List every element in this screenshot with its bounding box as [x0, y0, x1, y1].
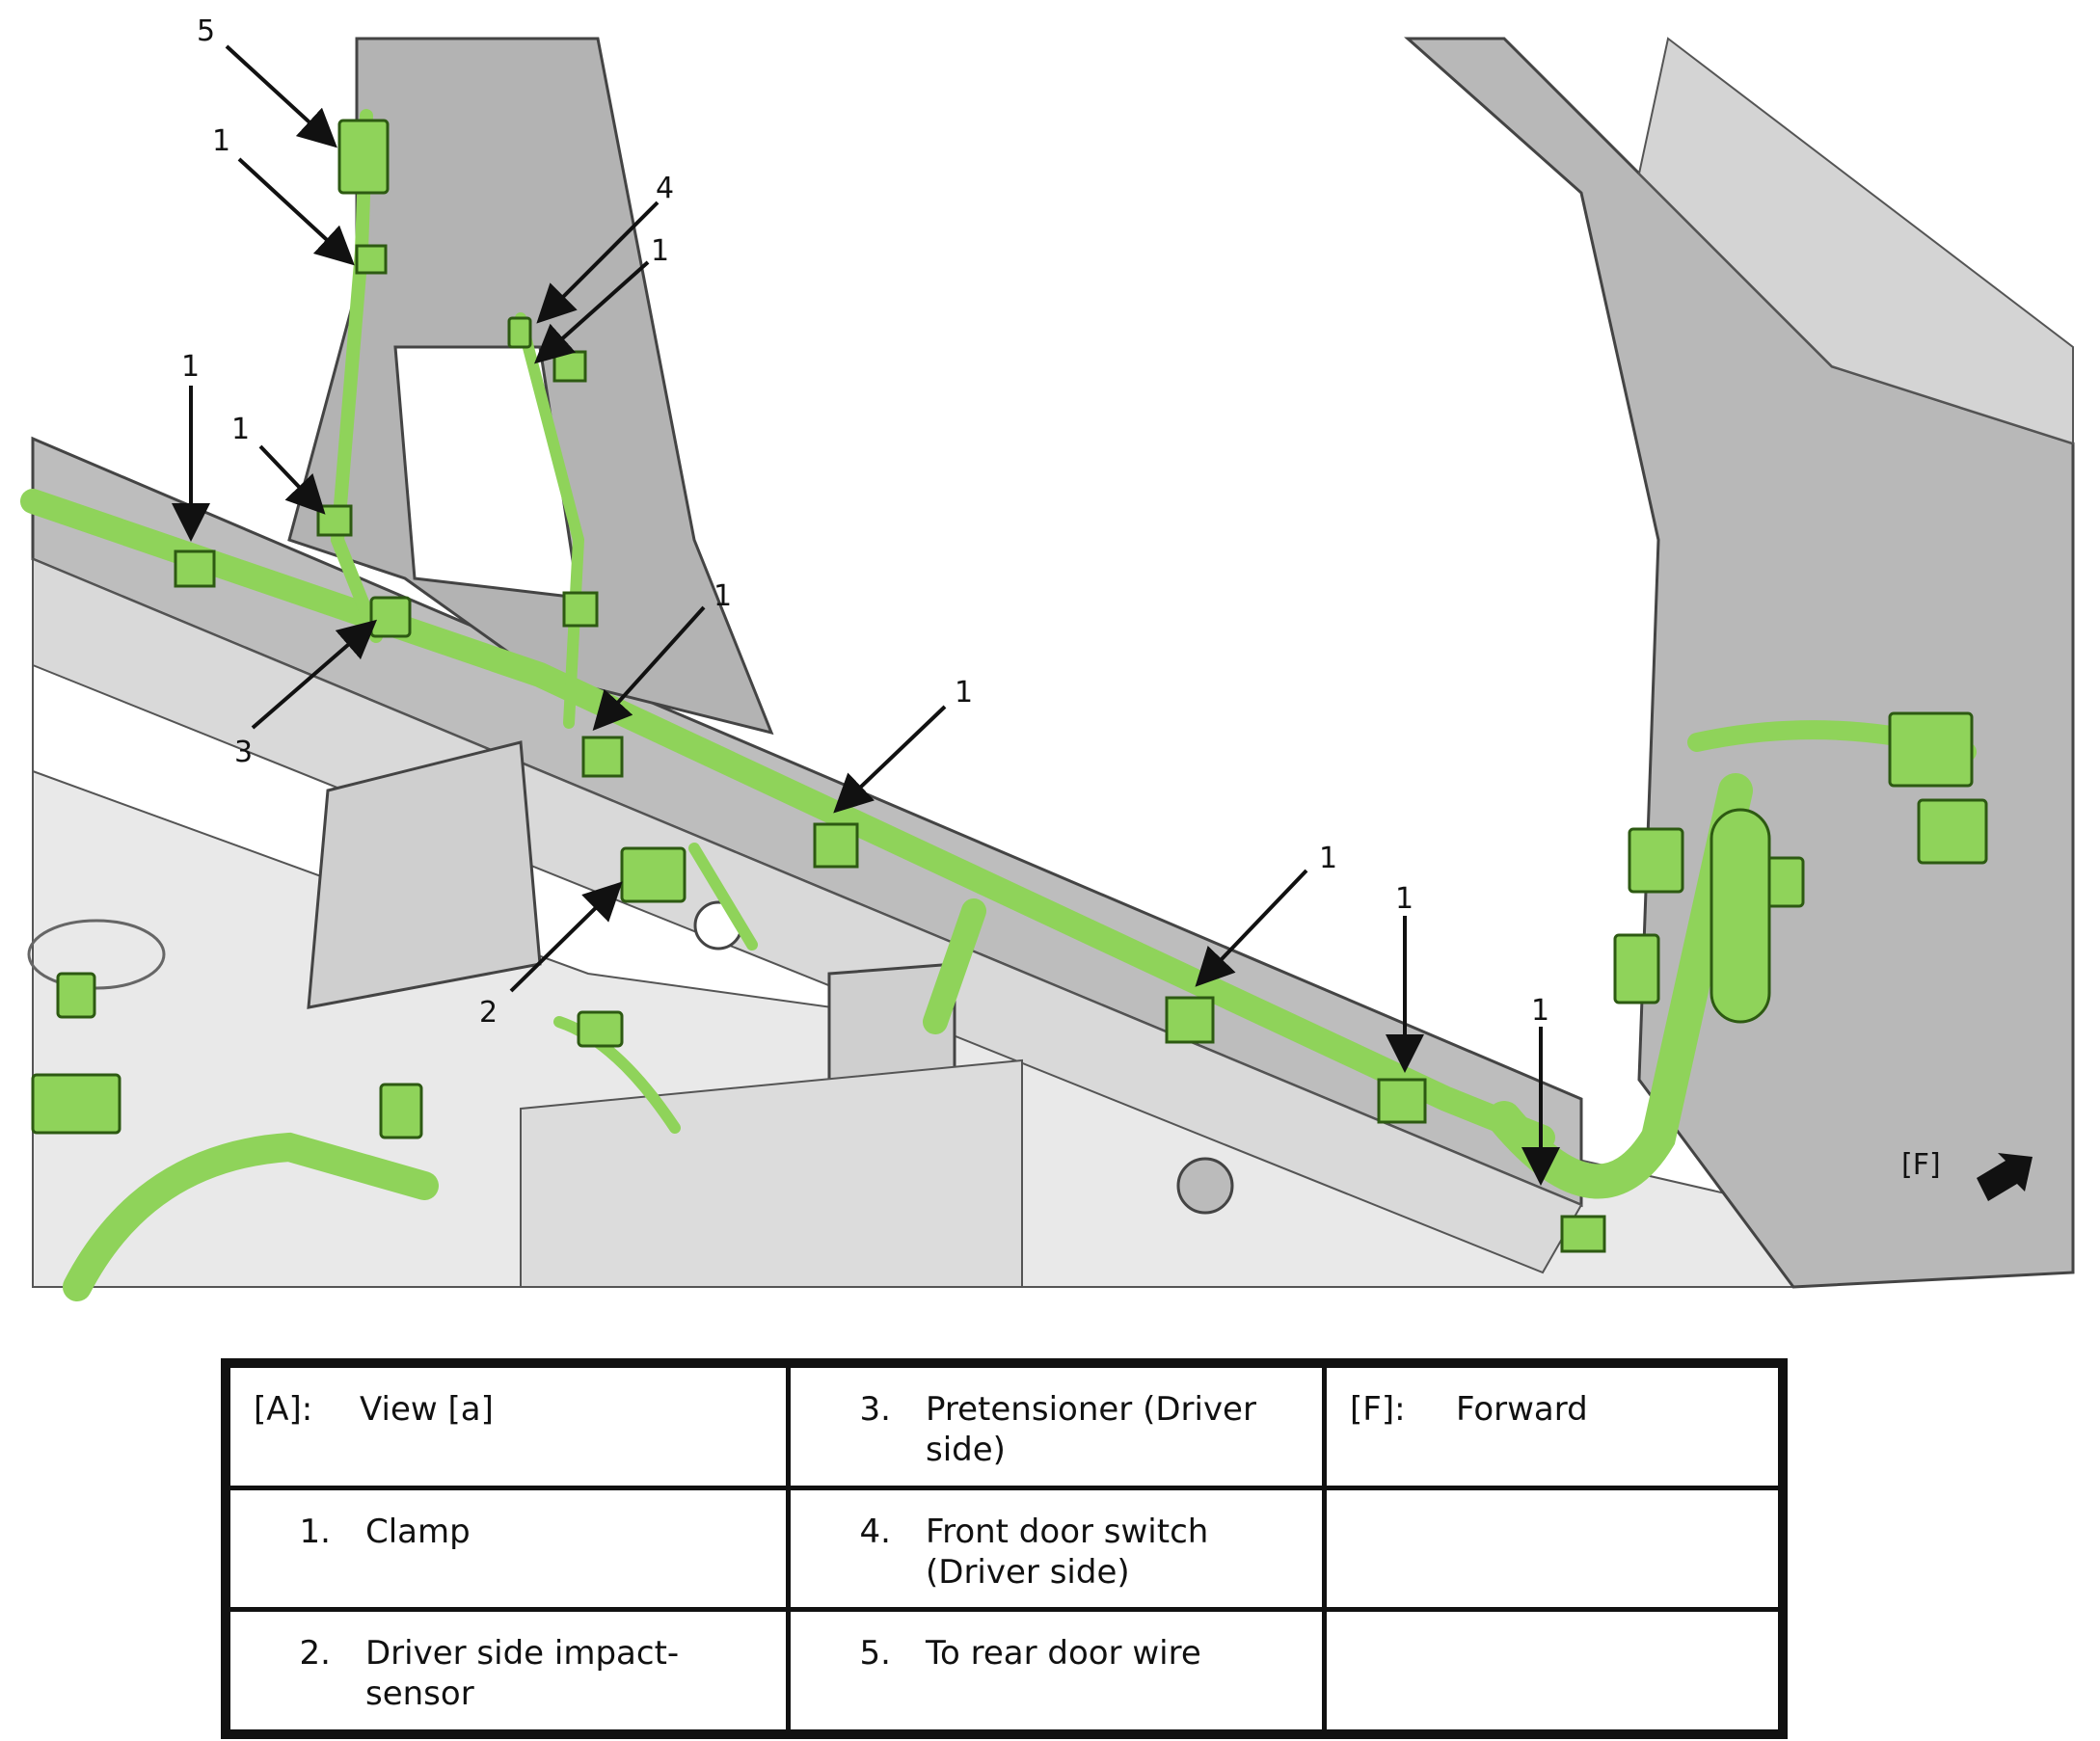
callout-1: 1 — [212, 124, 230, 158]
legend-row: [A]: View [a] 3. Pretensioner (Driver side… — [226, 1363, 1783, 1490]
legend-code: 3. — [859, 1390, 891, 1429]
legend-cell: [A]: View [a] — [226, 1363, 791, 1490]
callout-3: 3 — [234, 736, 253, 769]
clamp — [174, 549, 216, 588]
clamp — [1560, 1215, 1606, 1253]
front-door-switch — [507, 316, 532, 349]
legend-code: [A]: — [254, 1390, 313, 1429]
forward-label: [F] — [1901, 1148, 1941, 1182]
clamp — [355, 244, 388, 275]
legend-cell: [F]: Forward — [1322, 1363, 1783, 1490]
legend-cell: 2. Driver side impact-sensor — [226, 1607, 791, 1734]
legend-row: 2. Driver side impact-sensor 5. To rear do… — [226, 1607, 1783, 1734]
legend-row: 1. Clamp 4. Front door switch (Driver side… — [226, 1485, 1783, 1613]
callout-1: 1 — [1319, 842, 1337, 875]
callout-leaders — [172, 44, 1560, 1186]
clamp — [1165, 996, 1215, 1044]
legend-text: Pretensioner (Driver side) — [926, 1390, 1256, 1469]
callout-1: 1 — [231, 413, 250, 446]
callout-1: 1 — [713, 579, 732, 613]
vehicle-body-structure — [27, 37, 2075, 1289]
legend-cell: 4. Front door switch (Driver side) — [786, 1485, 1327, 1613]
clamp — [1377, 1078, 1427, 1124]
legend-text: Front door switch (Driver side) — [926, 1512, 1209, 1592]
legend-text: Forward — [1456, 1390, 1588, 1429]
forward-indicator: [F] — [1901, 1148, 2033, 1201]
pretensioner-connector — [369, 596, 412, 638]
forward-arrow-icon — [1977, 1153, 2033, 1201]
callout-1: 1 — [181, 350, 200, 384]
callout-1: 1 — [955, 676, 973, 710]
legend-code: [F]: — [1350, 1390, 1406, 1429]
legend-code: 5. — [859, 1634, 891, 1674]
legend-cell — [1322, 1607, 1783, 1734]
clamp — [581, 736, 624, 778]
legend-text: View [a] — [360, 1390, 494, 1429]
rear-door-connector — [337, 119, 390, 195]
legend-code: 1. — [299, 1512, 331, 1551]
harness-components — [31, 119, 1988, 1139]
legend-cell: 1. Clamp — [226, 1485, 791, 1613]
callout-labels: 5 1 4 1 1 1 3 1 1 2 1 1 1 — [181, 14, 1549, 1030]
legend-cell — [1322, 1485, 1783, 1613]
legend-text: To rear door wire — [926, 1634, 1201, 1674]
clamp — [813, 822, 859, 869]
legend-cell: 5. To rear door wire — [786, 1607, 1327, 1734]
legend-table: [A]: View [a] 3. Pretensioner (Driver side… — [221, 1358, 1788, 1739]
callout-1: 1 — [1395, 882, 1413, 916]
clamp — [552, 350, 587, 383]
callout-1: 1 — [651, 234, 669, 268]
legend-code: 4. — [859, 1512, 891, 1551]
impact-sensor — [620, 846, 687, 903]
callout-5: 5 — [197, 14, 215, 48]
legend-text: Clamp — [365, 1512, 471, 1551]
harness-clamps — [174, 244, 1606, 1253]
clamp — [316, 504, 353, 537]
callout-1: 1 — [1531, 994, 1549, 1028]
clamp — [562, 591, 599, 628]
callout-2: 2 — [479, 996, 498, 1030]
legend-code: 2. — [299, 1634, 331, 1674]
legend-text: Driver side impact-sensor — [365, 1634, 680, 1714]
callout-4: 4 — [656, 172, 674, 205]
legend-cell: 3. Pretensioner (Driver side) — [786, 1363, 1327, 1490]
